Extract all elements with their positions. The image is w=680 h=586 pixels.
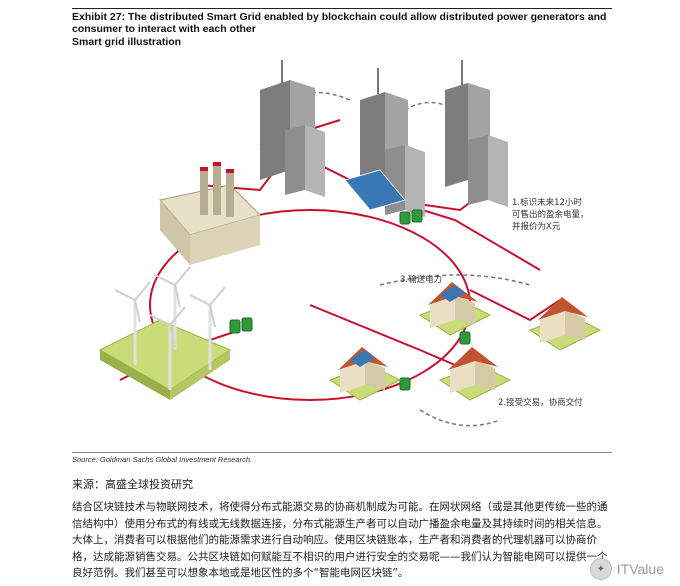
annotation-2: 2.接受交易，协商交付	[498, 397, 583, 408]
exhibit-subtitle: Smart grid illustration	[72, 36, 182, 48]
power-plant	[159, 162, 261, 265]
watermark: ✦ ITValue	[589, 558, 664, 580]
trade-arrows	[284, 91, 531, 427]
skyscraper-cluster-left	[260, 60, 325, 197]
battery-icons	[229, 209, 471, 391]
house-right	[528, 297, 602, 351]
source-rule	[72, 452, 612, 453]
watermark-text: ITValue	[616, 561, 664, 577]
house-lower-right	[438, 347, 512, 401]
body-paragraph: 结合区块链技术与物联网技术，将使得分布式能源交易的协商机制成为可能。在网状网络（…	[72, 501, 608, 579]
watermark-logo-icon: ✦	[589, 558, 612, 580]
chinese-source-line: 来源：高盛全球投资研究	[72, 478, 193, 491]
house-solar-upper	[418, 282, 492, 336]
annotation-1-line2: 可售出的盈余电量，	[512, 209, 589, 220]
exhibit-top-rule	[72, 8, 612, 9]
house-solar-lower	[328, 347, 402, 401]
skyscraper-cluster-right	[445, 60, 508, 207]
exhibit-source: Source: Goldman Sachs Global Investment …	[72, 455, 253, 464]
annotation-1-line1: 1.标识未来12小时	[512, 197, 582, 208]
wind-farm	[98, 266, 232, 400]
exhibit-title: Exhibit 27: The distributed Smart Grid e…	[72, 11, 607, 35]
annotation-1-line3: 并报价为X元	[512, 221, 561, 232]
skyscraper-cluster-middle	[344, 68, 425, 217]
smart-grid-illustration: 1.标识未来12小时 可售出的盈余电量， 并报价为X元 3.输送电力 2.接受交…	[98, 60, 602, 427]
annotation-3: 3.输送电力	[400, 274, 442, 285]
